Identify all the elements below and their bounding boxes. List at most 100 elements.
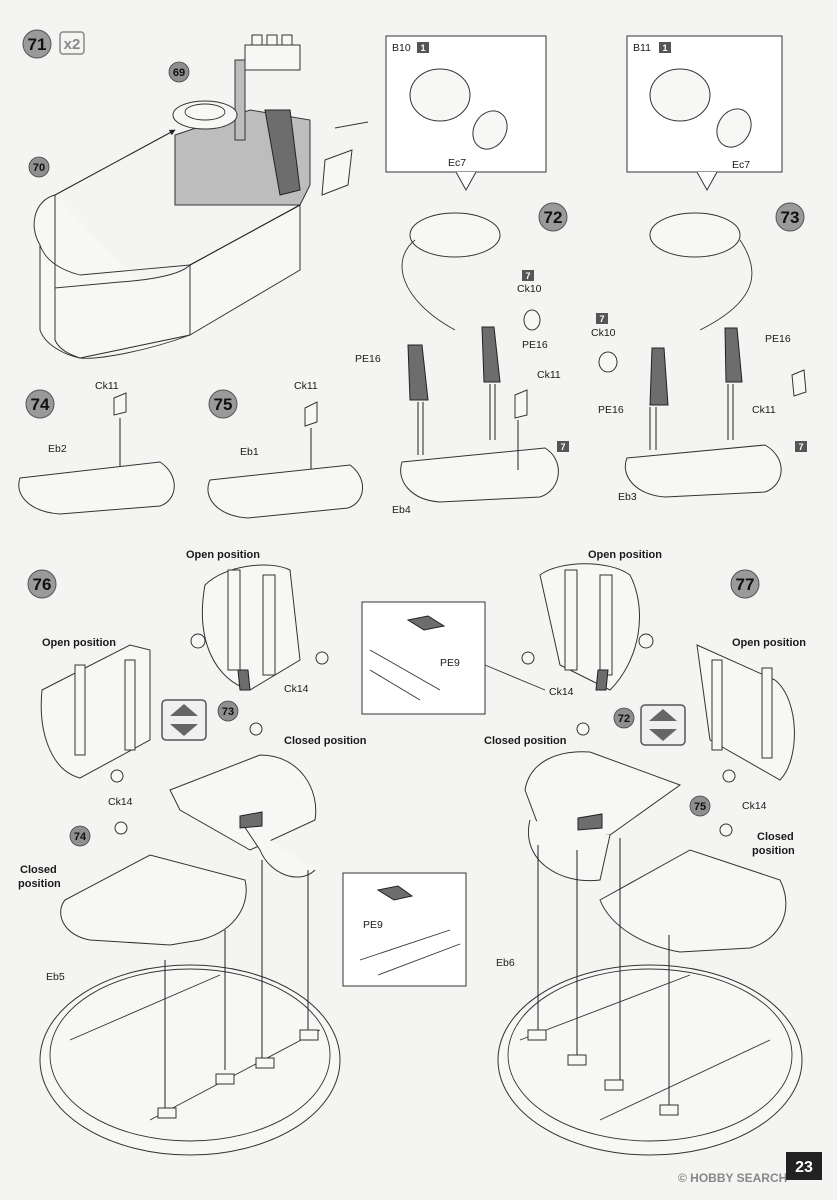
plate-eb3 [624, 444, 782, 498]
step-73-number: 73 [781, 208, 800, 227]
guide-lines-76 [164, 860, 309, 1110]
ref-72 [613, 707, 635, 729]
ck14-76b [110, 769, 124, 783]
tag-73-ck10-text: 7 [599, 314, 604, 324]
step-73-badge [775, 202, 805, 232]
step-71: 71 x2 69 70 [22, 29, 369, 359]
tag-72-ck10 [522, 270, 534, 281]
bracket-76c [255, 1057, 275, 1069]
pe9-detail-top [406, 615, 446, 631]
hatch-closed-upper-77 [524, 751, 682, 836]
ck14-77c [722, 769, 736, 783]
ref-70-number: 70 [33, 162, 45, 174]
flip-icon-77 [640, 704, 686, 746]
lens-73 [716, 108, 752, 148]
step-74-badge [25, 389, 55, 419]
gear-ring [172, 100, 238, 130]
ck14-76a [315, 651, 329, 665]
hinge-strip-76c [74, 664, 86, 756]
lens-label-73: Ec7 [732, 159, 750, 171]
detail-callout-top: PE9 Ck14 [361, 601, 574, 715]
ck14-76c [114, 821, 128, 835]
plate-eb1 [207, 464, 363, 519]
ref-74 [69, 825, 91, 847]
multiplier-box [59, 31, 85, 55]
hinge-strip-76a [227, 569, 241, 671]
cable-73 [699, 239, 753, 331]
base-ring-eb5 [39, 964, 341, 1156]
detail-leader-top [484, 664, 546, 691]
footer: © HOBBY SEARCH 23 [678, 1152, 822, 1185]
ref-73 [217, 700, 239, 722]
guide-lines-77 [537, 838, 670, 1105]
headlight-shell-73 [649, 68, 711, 122]
hatch-closed-lower-76 [60, 854, 247, 946]
label-eb2: Eb2 [48, 443, 67, 455]
open-position-label-76b: Open position [42, 637, 116, 649]
ck11-72 [514, 389, 528, 419]
page-number: 23 [795, 1159, 813, 1176]
closed-position-label-76b-line2: position [18, 878, 61, 890]
hatch-body-76 [239, 819, 316, 878]
hinge-strip-77d [761, 667, 773, 759]
bracket-77a [527, 1029, 547, 1041]
label-eb5: Eb5 [46, 971, 65, 983]
label-ck10-73: Ck10 [591, 327, 616, 339]
label-ck14-76b: Ck14 [108, 796, 133, 808]
bracket-pe16-right-73 [724, 327, 743, 383]
step-73: B11 1 Ec7 73 7 Ck10 PE16 PE16 Ck11 Eb3 7 [591, 35, 807, 503]
ck11-73 [791, 369, 807, 397]
bracket-76b [215, 1073, 235, 1085]
ck14-77d [719, 823, 733, 837]
step-72: B10 1 Ec7 72 7 Ck10 PE16 PE16 Ck11 Eb4 7 [355, 35, 569, 516]
guide-line-71b [189, 204, 301, 266]
flip-arrows-icon-77 [649, 709, 677, 741]
ref-69 [168, 61, 190, 83]
guide-line-71a [54, 129, 176, 196]
ref-75-number: 75 [694, 801, 706, 813]
ck10-72 [523, 309, 541, 331]
knob-77a [638, 633, 654, 649]
tag-72-plate [557, 441, 569, 452]
headlight-shell-72 [409, 68, 471, 122]
ck14-77b [576, 722, 590, 736]
latch-77a [595, 669, 609, 691]
step-74-number: 74 [31, 395, 50, 414]
hatch-body-77 [528, 819, 611, 882]
label-ck11-72: Ck11 [537, 369, 561, 381]
ref-70 [28, 156, 50, 178]
callout-tag-72-text: 1 [420, 43, 425, 53]
detail-lines-76 [359, 929, 461, 976]
ref-75 [689, 795, 711, 817]
ref-69-number: 69 [173, 67, 185, 79]
label-pe9-76: PE9 [363, 919, 383, 931]
hinge-strip-76b [262, 574, 276, 676]
label-ck14-77b: Ck14 [742, 800, 767, 812]
ref-72-number: 72 [618, 713, 630, 725]
plate-eb2 [18, 461, 175, 515]
label-pe16-right-73: PE16 [765, 333, 791, 345]
closed-position-label-77b-line2: position [752, 845, 795, 857]
label-ck10-72: Ck10 [517, 283, 542, 295]
bracket-76a [157, 1107, 177, 1119]
step-77: 77 Open position Open position Closed po… [484, 549, 806, 1156]
step-72-number: 72 [544, 208, 563, 227]
callout-pointer-72 [455, 171, 477, 192]
base-ring-eb6 [497, 964, 803, 1156]
label-eb4: Eb4 [392, 504, 411, 516]
step-71-badge [22, 29, 52, 59]
shield-top-curve [39, 244, 191, 276]
hatch-open-upper-76 [201, 564, 301, 691]
open-position-label-77b: Open position [732, 637, 806, 649]
watermark: © HOBBY SEARCH [678, 1171, 787, 1185]
base-ring-eb6-inner [507, 968, 793, 1142]
bracket-77c [604, 1079, 624, 1091]
ck14-76d [249, 722, 263, 736]
label-ck14-76a: Ck14 [284, 683, 309, 695]
ref-73-number: 73 [222, 706, 234, 718]
base-ring-eb5-inner [49, 968, 331, 1142]
label-pe9-77: PE9 [440, 657, 460, 669]
callout-part-b11: B11 [633, 42, 651, 54]
